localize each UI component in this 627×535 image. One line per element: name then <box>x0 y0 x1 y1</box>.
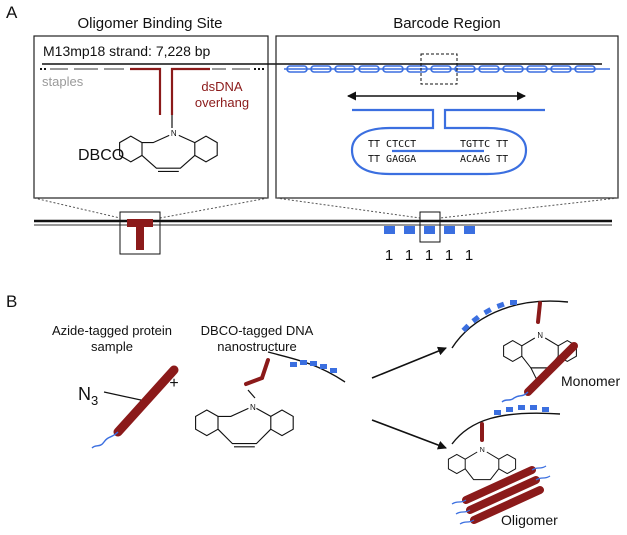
svg-text:N: N <box>537 331 543 340</box>
overhang-label-line2: overhang <box>195 95 249 110</box>
protein-label-line2: sample <box>91 339 133 354</box>
blue-barcode-beads <box>290 360 337 373</box>
seq-left-top: TT CTCCT <box>368 139 416 150</box>
barcode-digit-4: 1 <box>445 247 453 264</box>
dbco-label: DBCO <box>78 147 124 164</box>
barcode-digit-1: 1 <box>385 247 393 264</box>
svg-text:N: N <box>250 403 256 412</box>
svg-text:N: N <box>171 129 177 138</box>
zoom-box <box>420 53 458 85</box>
barcode-digit-3: 1 <box>425 247 433 264</box>
seq-right-bottom: ACAAG TT <box>460 154 508 165</box>
oligomer-site-marker <box>119 211 161 255</box>
panel-b-label: B <box>6 292 17 311</box>
seq-right-top: TGTTC TT <box>460 139 508 150</box>
monomer-label: Monomer <box>561 373 620 389</box>
oligomer-product: N Oligomer <box>447 405 561 528</box>
overhang-label-line1: dsDNA <box>201 79 243 94</box>
zoom-guide-lines <box>33 197 619 219</box>
dbco-molecule-icon: N <box>119 129 218 172</box>
dbco-dna-nanostructure: N <box>195 351 346 448</box>
panel-a-label: A <box>6 3 18 22</box>
barcode-digit-5: 1 <box>465 247 473 264</box>
strand-label: M13mp18 strand: 7,228 bp <box>43 43 211 59</box>
barcode-blocks <box>384 226 475 234</box>
triazole-icon: N <box>447 445 517 481</box>
azide-label: N3 <box>78 384 98 408</box>
protein-rod-icon <box>91 365 179 449</box>
monomer-product: N Monomer <box>451 300 620 403</box>
t-handle-icon <box>127 219 153 250</box>
oligomer-site-title: Oligomer Binding Site <box>77 15 222 32</box>
oligomer-rods <box>462 466 544 524</box>
dna-hairpin-icon <box>350 108 545 176</box>
barcode-region-title: Barcode Region <box>393 15 501 32</box>
arrow-icon <box>371 419 447 450</box>
dsdna-overhang <box>130 67 210 115</box>
origami-structure: 1 1 1 1 1 <box>34 211 612 264</box>
seq-left-bottom: TT GAGGA <box>368 154 416 165</box>
svg-text:N: N <box>480 445 485 454</box>
cyclooctyne-icon: N <box>195 403 294 448</box>
staples-label: staples <box>42 74 84 89</box>
dna-label-line2: nanostructure <box>217 339 297 354</box>
barcode-digit-2: 1 <box>405 247 413 264</box>
dna-label-line1: DBCO-tagged DNA <box>201 323 314 338</box>
barcode-region-panel: Barcode Region TT CTCCT TT GAGGA TGTTC T… <box>275 15 619 199</box>
protein-label-line1: Azide-tagged protein <box>52 323 172 338</box>
arrow-icon <box>371 346 447 379</box>
plus-sign: + <box>169 375 178 392</box>
oligomer-label: Oligomer <box>501 512 558 528</box>
oligomer-binding-site-panel: Oligomer Binding Site M13mp18 strand: 7,… <box>33 15 602 199</box>
